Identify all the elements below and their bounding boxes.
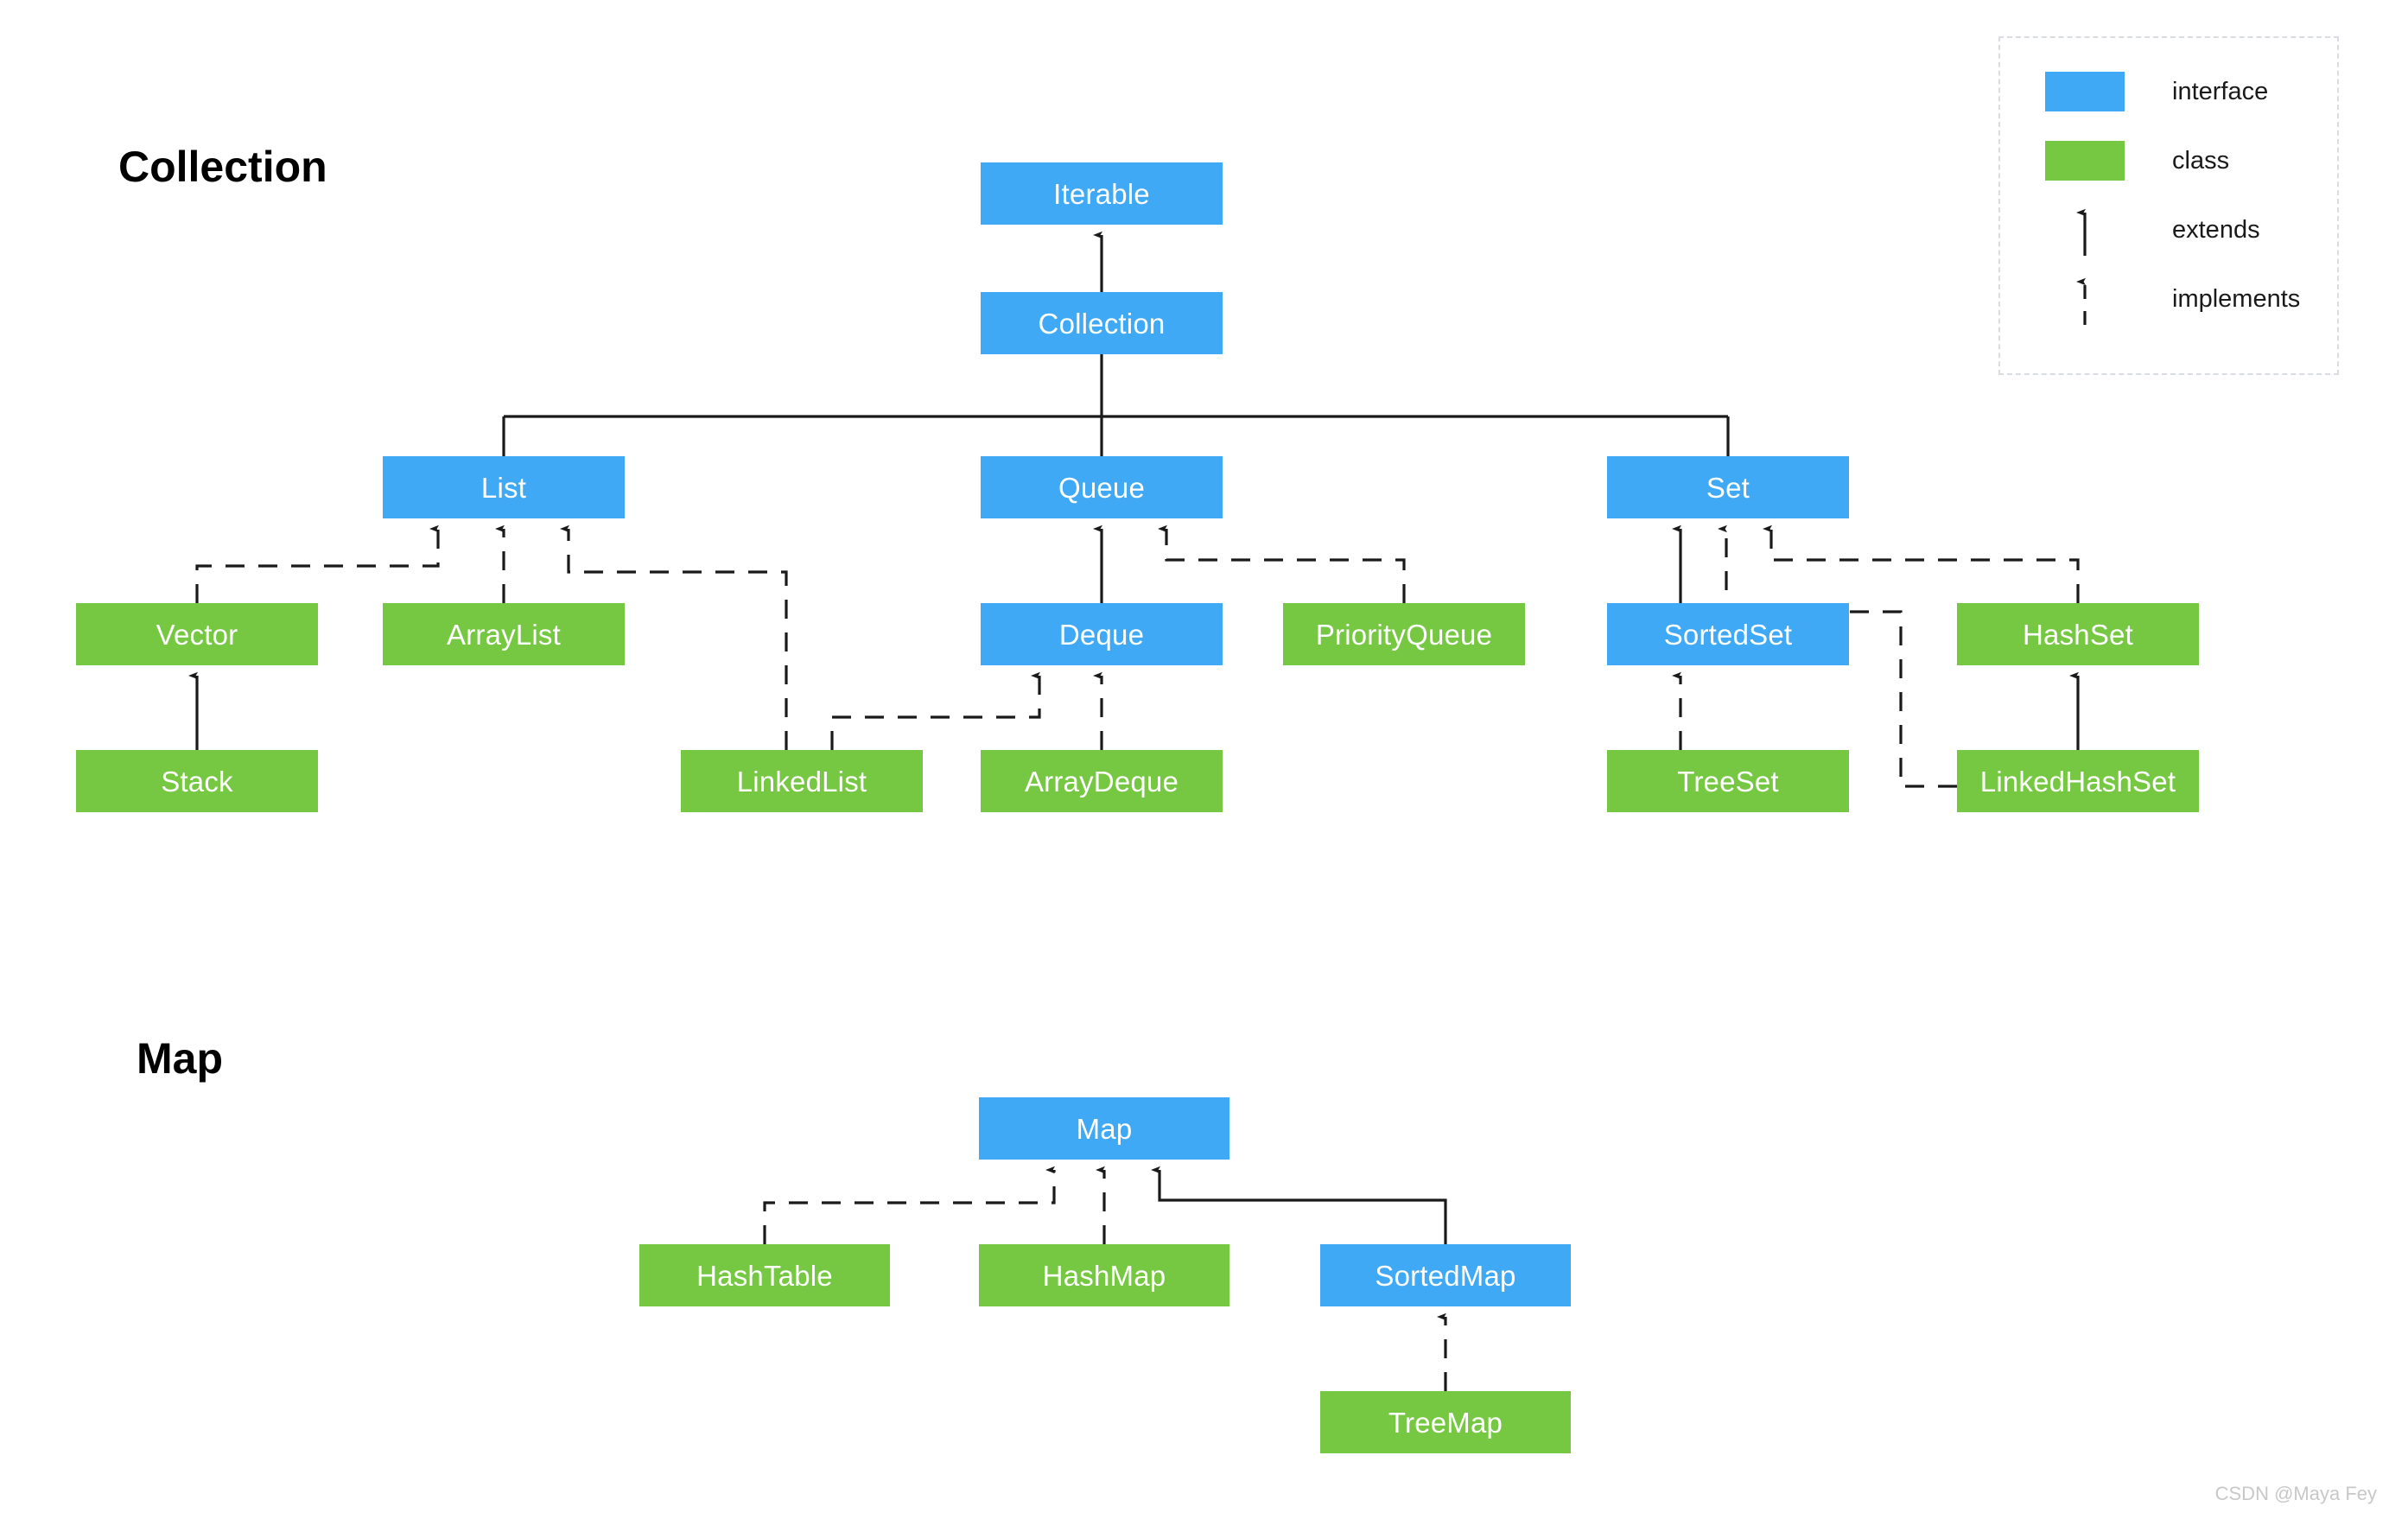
node-deque[interactable]: Deque	[981, 603, 1223, 665]
edge-priorityqueue-queue	[1166, 529, 1406, 603]
node-map[interactable]: Map	[979, 1097, 1229, 1160]
node-set[interactable]: Set	[1607, 456, 1849, 518]
legend-interface-label: interface	[2172, 77, 2269, 105]
extends-arrow-icon	[2045, 207, 2125, 256]
legend-row-implements: implements	[2045, 276, 2301, 325]
node-sortedmap[interactable]: SortedMap	[1320, 1244, 1571, 1306]
edge-hashset-set	[1771, 529, 2080, 603]
node-treeset[interactable]: TreeSet	[1607, 750, 1849, 812]
node-collection[interactable]: Collection	[981, 292, 1223, 354]
node-arraydeque[interactable]: ArrayDeque	[981, 750, 1223, 812]
node-hashmap[interactable]: HashMap	[979, 1244, 1229, 1306]
node-arraylist[interactable]: ArrayList	[383, 603, 625, 665]
node-hashtable[interactable]: HashTable	[639, 1244, 890, 1306]
legend-interface-swatch	[2045, 72, 2125, 111]
node-sortedset[interactable]: SortedSet	[1607, 603, 1849, 665]
edge-vector-list	[195, 529, 440, 603]
node-linkedhashset[interactable]: LinkedHashSet	[1957, 750, 2199, 812]
edge-hashtable-map	[763, 1170, 1056, 1244]
legend-implements-label: implements	[2172, 284, 2301, 313]
legend-class-swatch	[2045, 141, 2125, 181]
node-stack[interactable]: Stack	[76, 750, 318, 812]
node-linkedlist[interactable]: LinkedList	[681, 750, 923, 812]
legend-class-label: class	[2172, 146, 2230, 175]
watermark: CSDN @Maya Fey	[2214, 1483, 2377, 1504]
legend-extends-label: extends	[2172, 215, 2260, 244]
legend-row-interface: interface	[2045, 69, 2268, 114]
node-queue[interactable]: Queue	[981, 456, 1223, 518]
edge-sortedmap-map	[1160, 1170, 1447, 1244]
node-vector[interactable]: Vector	[76, 603, 318, 665]
node-treemap[interactable]: TreeMap	[1320, 1391, 1571, 1453]
implements-arrow-icon	[2045, 276, 2125, 325]
edge-linkedlist-deque	[830, 676, 1041, 750]
section-title-collection: Collection	[118, 143, 327, 191]
node-list[interactable]: List	[383, 456, 625, 518]
legend-row-extends: extends	[2045, 207, 2260, 256]
node-iterable[interactable]: Iterable	[981, 162, 1223, 225]
section-title-map: Map	[137, 1034, 223, 1083]
node-hashset[interactable]: HashSet	[1957, 603, 2199, 665]
legend-row-class: class	[2045, 138, 2229, 183]
legend-panel: interface class extends	[1998, 36, 2339, 375]
node-priorityqueue[interactable]: PriorityQueue	[1283, 603, 1525, 665]
